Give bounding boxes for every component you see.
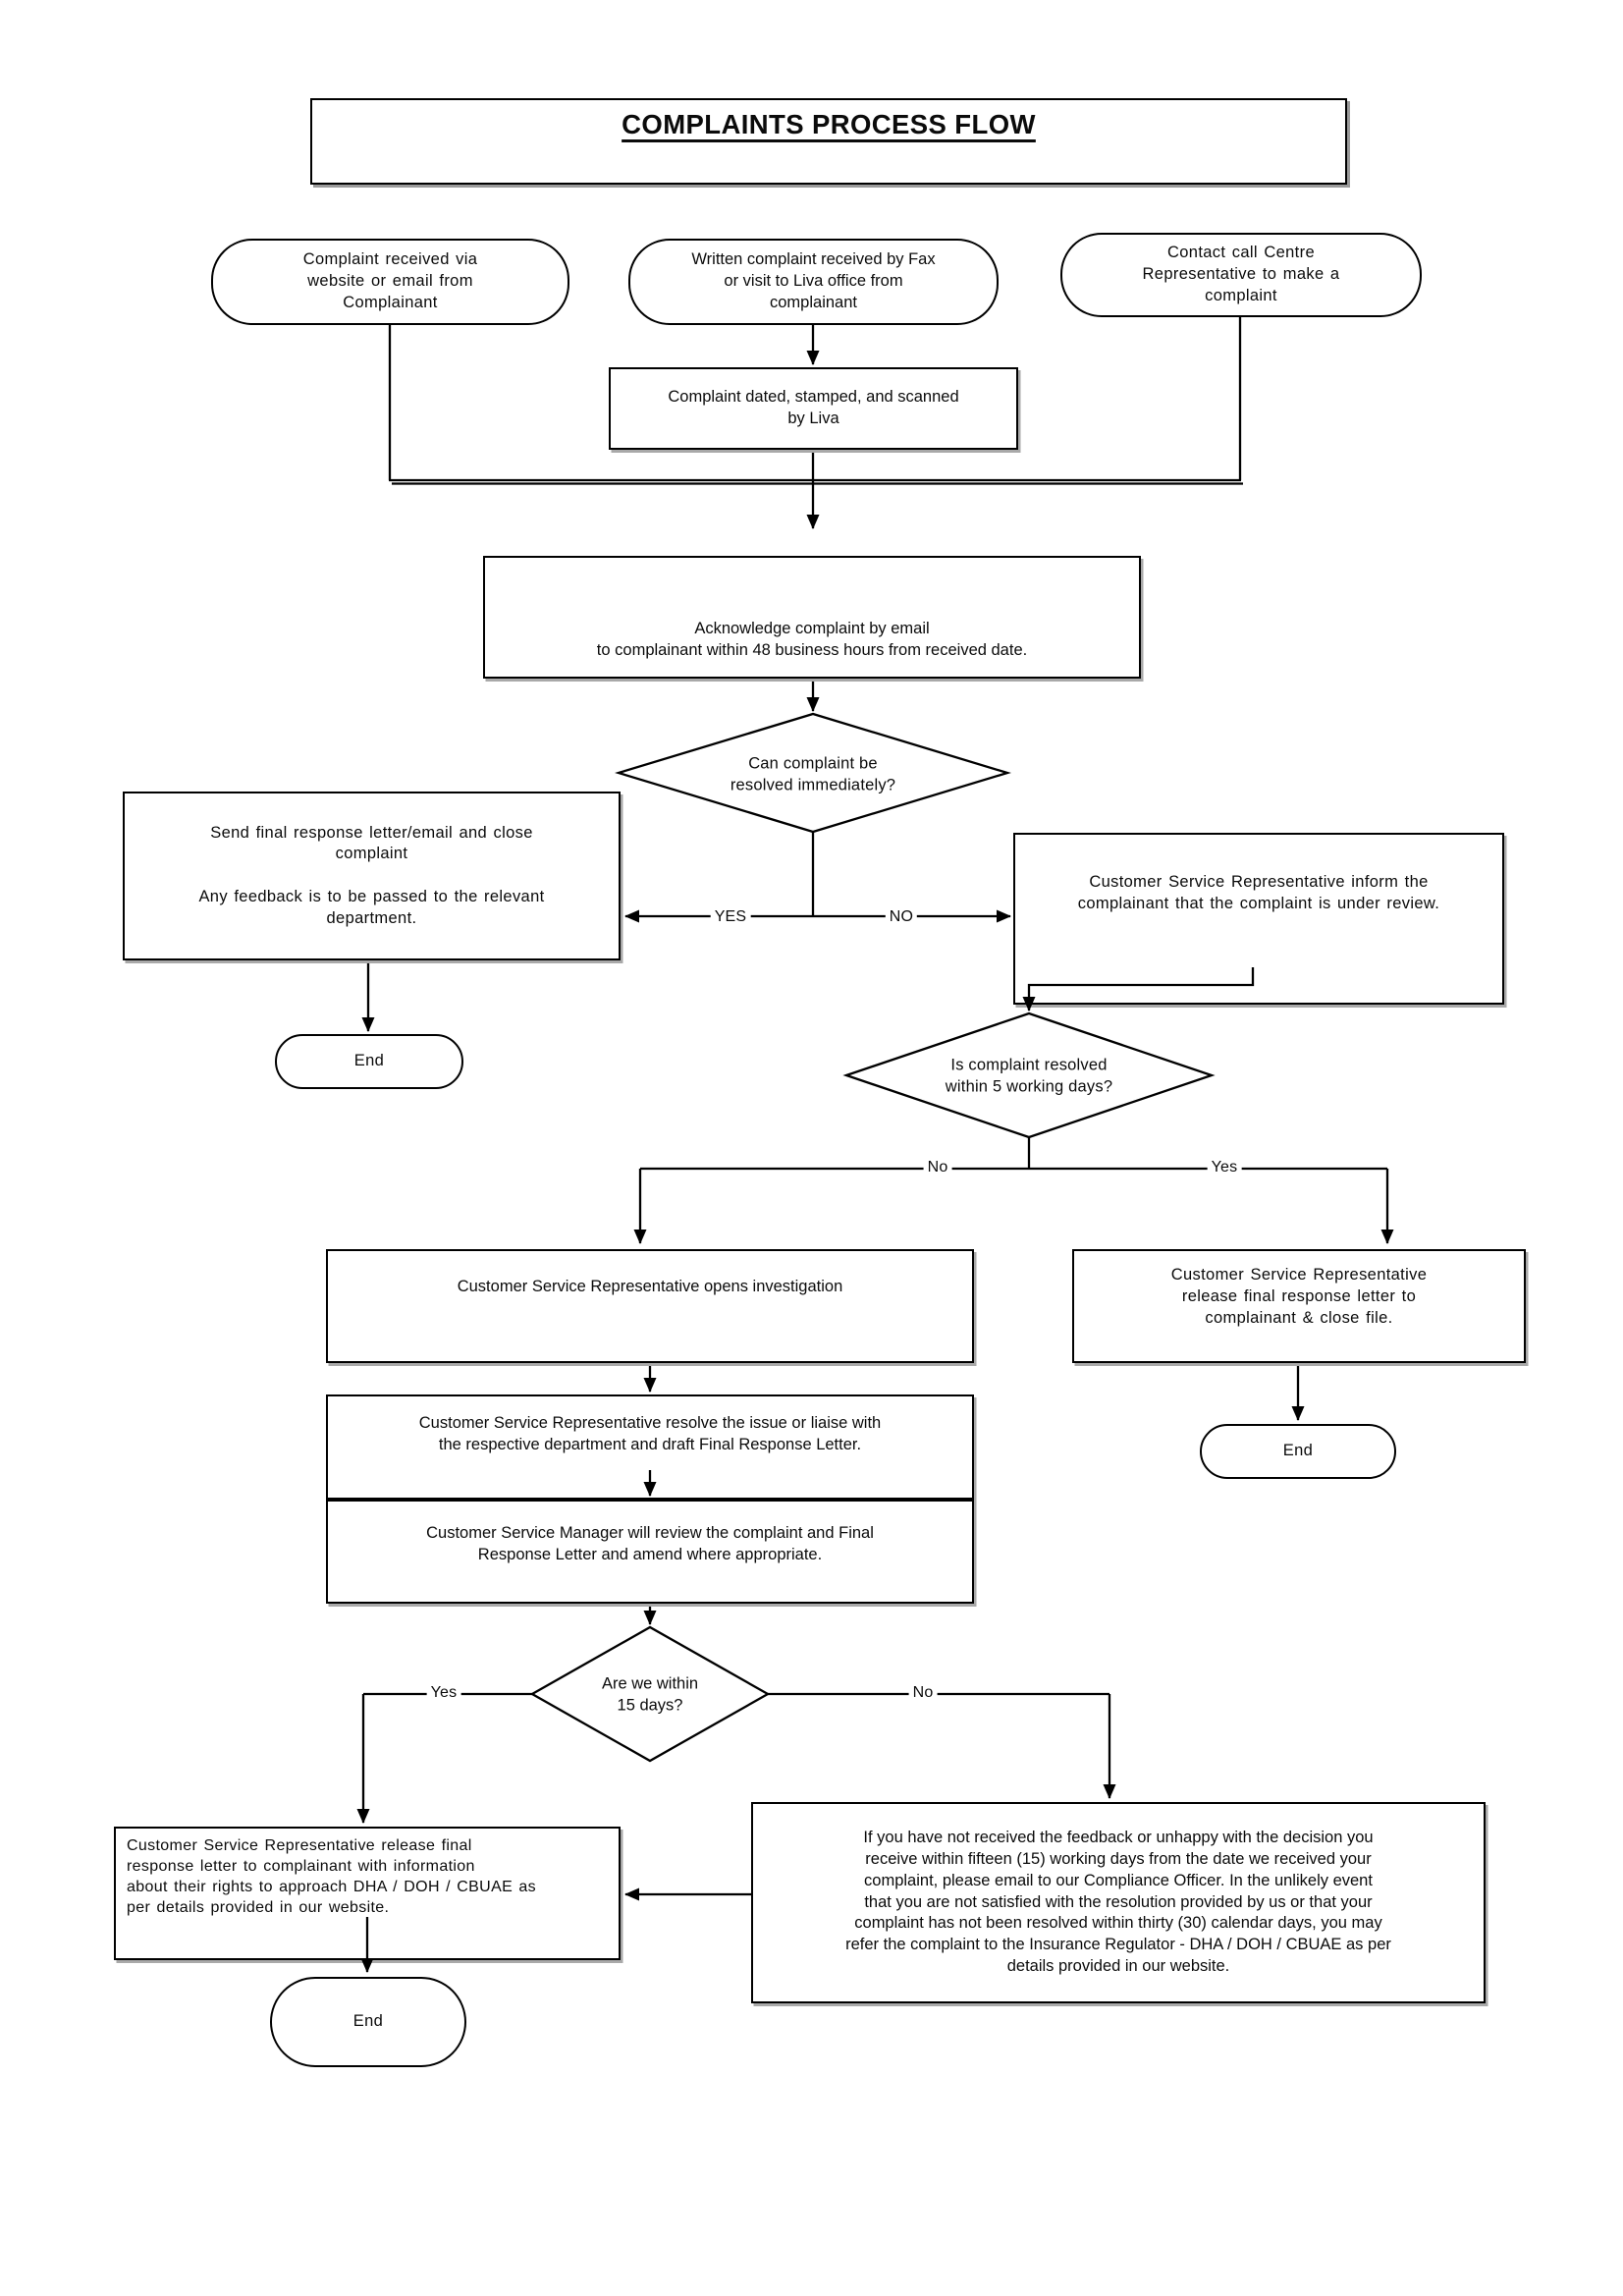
node-release-close-file-text: Customer Service Representative release … [1170, 1266, 1428, 1327]
node-contact-call-centre: Contact call Centre Representative to ma… [1060, 233, 1422, 317]
node-end-right: End [1200, 1424, 1396, 1479]
branch-label-no-5days: No [923, 1159, 952, 1176]
node-send-final-response-text: Send final response letter/email and clo… [198, 823, 545, 927]
node-escalation-info: If you have not received the feedback or… [751, 1802, 1486, 2003]
branch-label-yes-immediate: YES [710, 908, 751, 926]
node-release-with-rights: Customer Service Representative release … [114, 1827, 621, 1960]
node-end-left-text: End [353, 1052, 385, 1070]
decision-within-15-days-text: Are we within 15 days? [601, 1674, 699, 1715]
node-inform-under-review-text: Customer Service Representative inform t… [1077, 873, 1440, 912]
node-escalation-info-text: If you have not received the feedback or… [845, 1829, 1391, 1975]
node-opens-investigation: Customer Service Representative opens in… [326, 1249, 974, 1363]
node-end-left: End [275, 1034, 463, 1089]
title-box: COMPLAINTS PROCESS FLOW [310, 98, 1347, 185]
node-end-bottom: End [270, 1977, 466, 2067]
node-send-final-response: Send final response letter/email and clo… [123, 792, 621, 960]
node-release-close-file: Customer Service Representative release … [1072, 1249, 1526, 1363]
node-opens-investigation-text: Customer Service Representative opens in… [457, 1278, 843, 1295]
page-title: COMPLAINTS PROCESS FLOW [622, 109, 1036, 139]
node-acknowledge-complaint: Acknowledge complaint by email to compla… [483, 556, 1141, 679]
branch-label-no-15days: No [908, 1684, 938, 1702]
node-end-right-text: End [1282, 1442, 1314, 1460]
node-resolve-issue-text: Customer Service Representative resolve … [418, 1414, 882, 1453]
node-complaint-received-fax-text: Written complaint received by Fax or vis… [691, 250, 936, 311]
node-complaint-dated-stamped: Complaint dated, stamped, and scanned by… [609, 367, 1018, 450]
branch-label-no-immediate: NO [885, 908, 918, 926]
node-inform-under-review: Customer Service Representative inform t… [1013, 833, 1504, 1005]
branch-label-yes-15days: Yes [426, 1684, 461, 1702]
node-complaint-dated-stamped-text: Complaint dated, stamped, and scanned by… [668, 388, 959, 427]
node-acknowledge-complaint-text: Acknowledge complaint by email to compla… [596, 620, 1028, 660]
decision-5-working-days-text: Is complaint resolved within 5 working d… [945, 1056, 1113, 1096]
node-release-with-rights-text: Customer Service Representative release … [127, 1837, 537, 1917]
node-manager-review: Customer Service Manager will review the… [326, 1500, 974, 1604]
decision-resolve-immediately-text: Can complaint be resolved immediately? [730, 754, 896, 794]
node-complaint-received-website: Complaint received via website or email … [211, 239, 569, 325]
node-complaint-received-fax: Written complaint received by Fax or vis… [628, 239, 999, 325]
node-resolve-issue: Customer Service Representative resolve … [326, 1394, 974, 1500]
node-end-bottom-text: End [352, 2012, 384, 2031]
branch-label-yes-5days: Yes [1207, 1159, 1242, 1176]
node-manager-review-text: Customer Service Manager will review the… [426, 1524, 874, 1563]
node-contact-call-centre-text: Contact call Centre Representative to ma… [1142, 244, 1340, 304]
node-complaint-received-website-text: Complaint received via website or email … [302, 250, 478, 311]
